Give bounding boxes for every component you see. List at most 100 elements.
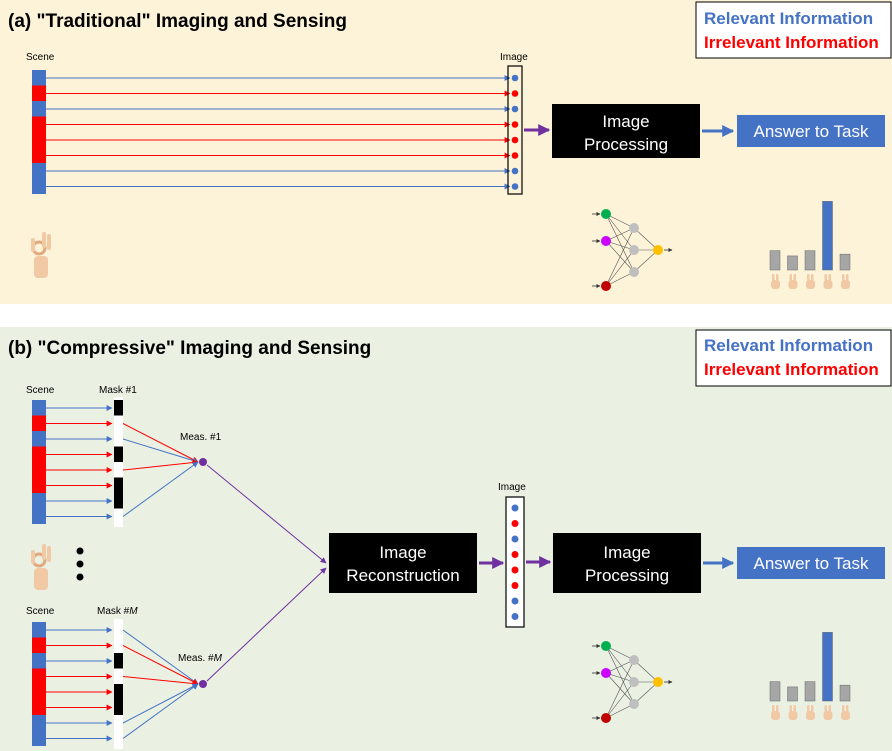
gesture-bar [822, 201, 833, 271]
scene-segment-relevant [32, 101, 46, 117]
image-vector-box [507, 65, 523, 195]
image-vector-box-b [505, 496, 525, 628]
fist-hand-icon [788, 274, 798, 289]
hand-finger [811, 274, 814, 282]
scene-segment-irrelevant [32, 116, 46, 132]
image-processing-box: Image Processing [552, 104, 700, 158]
converging-ray-relevant [122, 683, 199, 724]
ok-hand-icon [31, 232, 51, 278]
converging-ray-relevant [122, 629, 199, 685]
converging-ray-relevant [122, 438, 199, 464]
converging-ray-irrelevant [122, 423, 199, 463]
meas-label-1: Meas. #1 [180, 432, 222, 443]
pixel-irrelevant [511, 121, 519, 128]
pixel-irrelevant [511, 90, 519, 97]
victory-hand-icon [771, 274, 780, 289]
nn-hidden-node [629, 677, 639, 687]
gesture-bar [769, 681, 781, 702]
hand-finger [828, 705, 831, 713]
scene-segment-relevant [32, 178, 46, 194]
scene-segment-irrelevant [32, 637, 46, 653]
scene-segment-relevant [32, 70, 46, 86]
mask-block [114, 653, 123, 669]
hand-finger [842, 274, 845, 282]
reconstruction-label-2: Reconstruction [346, 566, 459, 585]
nn-input-node [601, 209, 611, 219]
answer-box: Answer to Task [737, 115, 885, 147]
arrow-measm-to-reconstruction [206, 567, 327, 682]
hand-finger [793, 274, 796, 282]
pixel-irrelevant [511, 520, 519, 527]
answer-label-b: Answer to Task [754, 554, 869, 573]
converging-ray-irrelevant [122, 645, 199, 685]
scene-to-mask-rays-bottom [46, 627, 113, 742]
image-processing-box-b: Image Processing [553, 533, 701, 593]
open-hand-icon [841, 705, 850, 720]
answer-label: Answer to Task [754, 122, 869, 141]
gesture-histogram-b [769, 632, 851, 720]
pixel-irrelevant [511, 152, 519, 159]
converging-ray-irrelevant [122, 676, 199, 687]
gesture-bar [822, 632, 833, 702]
nn-edge [605, 213, 635, 251]
gesture-bar [804, 250, 816, 271]
hand-finger [807, 274, 810, 282]
processing-label-b-2: Processing [585, 566, 669, 585]
measurement-node-m [199, 680, 207, 688]
arrow-meas1-to-reconstruction [206, 464, 327, 564]
meas-label-m-prefix: Meas. # [178, 653, 214, 664]
panel-b-legend: Relevant Information Irrelevant Informat… [695, 329, 892, 387]
neural-network-icon-b [592, 641, 673, 723]
scene-segment-relevant [32, 715, 46, 731]
hand-palm [771, 280, 780, 289]
vertical-ellipsis-icon [76, 547, 84, 581]
hand-finger [772, 705, 775, 713]
hand-finger [789, 705, 792, 713]
pixel-irrelevant [511, 551, 519, 558]
meas-label-m-var: M [214, 653, 223, 664]
mask-to-measurement-rays-bottom [122, 629, 199, 739]
scene-strip-top [32, 400, 46, 524]
nn-edge [633, 681, 659, 705]
hand-finger [824, 705, 827, 713]
mask-block [114, 446, 123, 462]
hand-finger [776, 274, 779, 282]
mask-block [114, 699, 123, 715]
processing-label-b-1: Image [603, 543, 650, 562]
hand-finger [793, 705, 796, 713]
nn-hidden-node [629, 245, 639, 255]
scene-segment-irrelevant [32, 446, 46, 462]
scene-segment-relevant [32, 431, 46, 447]
scene-to-image-rays [46, 75, 511, 190]
nn-edge [605, 213, 635, 273]
scene-to-mask-rays-top [46, 405, 113, 520]
image-label-b: Image [498, 482, 526, 493]
nn-edge [605, 659, 635, 674]
nn-output-node [653, 245, 663, 255]
hand-palm [823, 280, 833, 289]
nn-edge [605, 681, 635, 719]
nn-input-node [601, 641, 611, 651]
converging-ray-relevant [122, 461, 199, 517]
scene-segment-irrelevant [32, 147, 46, 163]
hand-palm [806, 280, 815, 289]
ok-hand-icon [823, 705, 833, 720]
ok-hand-icon [823, 274, 833, 289]
mask-to-measurement-rays-top [122, 423, 199, 517]
hand-finger [807, 705, 810, 713]
scene-segment-irrelevant [32, 85, 46, 101]
nn-edge [605, 249, 635, 287]
converging-ray-irrelevant [122, 459, 199, 471]
panel-a-legend: Relevant Information Irrelevant Informat… [695, 1, 892, 59]
victory-hand-icon [771, 705, 780, 720]
measurement-node-1 [199, 458, 207, 466]
mask-m [114, 619, 123, 749]
legend-irrelevant-b: Irrelevant Information [704, 360, 879, 379]
gesture-bar [787, 255, 798, 271]
reconstruction-label-1: Image [379, 543, 426, 562]
mask-label-m-prefix: Mask # [97, 606, 130, 617]
nn-hidden-node [629, 699, 639, 709]
hand-finger [824, 274, 827, 282]
pixel-relevant [511, 74, 519, 82]
